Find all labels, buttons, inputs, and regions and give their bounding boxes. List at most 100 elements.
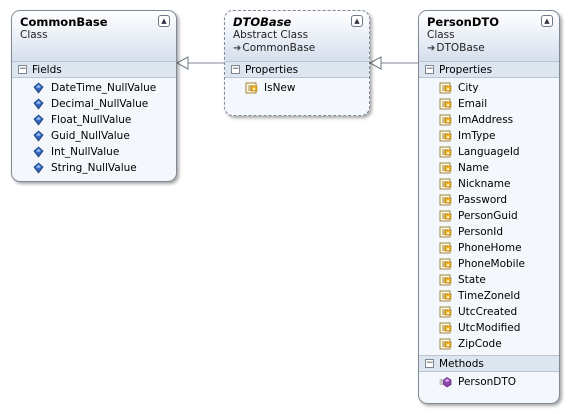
properties-list: IsNew [225, 78, 369, 99]
property-icon [439, 98, 452, 110]
property-name: PhoneMobile [458, 258, 525, 270]
property-item[interactable]: PersonGuid [419, 208, 559, 224]
property-icon [439, 338, 452, 350]
property-item[interactable]: PhoneMobile [419, 256, 559, 272]
property-name: ImType [458, 130, 496, 142]
property-item[interactable]: TimeZoneId [419, 288, 559, 304]
class-kind: Class [427, 29, 455, 41]
property-name: Password [458, 194, 508, 206]
fields-section-header[interactable]: − Fields [12, 61, 176, 78]
field-diamond-icon [32, 82, 45, 94]
commonbase-header[interactable]: CommonBase Class ▲ [12, 11, 176, 61]
base-class-name: CommonBase [242, 42, 316, 54]
property-item[interactable]: PhoneHome [419, 240, 559, 256]
property-name: City [458, 82, 479, 94]
property-icon [439, 178, 452, 190]
property-icon [439, 290, 452, 302]
properties-section-header[interactable]: − Properties [225, 61, 369, 78]
properties-section-header[interactable]: − Properties [419, 61, 559, 78]
property-name: UtcCreated [458, 306, 518, 318]
property-icon [439, 130, 452, 142]
minus-icon[interactable]: − [425, 358, 434, 368]
property-icon [439, 162, 452, 174]
property-name: Email [458, 98, 488, 110]
property-icon [439, 258, 452, 270]
property-name: TimeZoneId [458, 290, 521, 302]
double-chevron-up-icon[interactable]: ▲ [541, 15, 553, 27]
fields-list: DateTime_NullValue Decimal_NullValue Flo… [12, 78, 176, 179]
field-item[interactable]: Decimal_NullValue [12, 96, 176, 112]
commonbase-class-box[interactable]: CommonBase Class ▲ − Fields DateTime_Nul… [11, 10, 177, 182]
properties-list: City Email ImAddress ImType LanguageId N… [419, 78, 559, 355]
field-diamond-icon [32, 146, 45, 158]
property-name: IsNew [264, 82, 296, 94]
method-item[interactable]: PersonDTO [419, 374, 559, 390]
base-class-name: DTOBase [436, 42, 485, 54]
base-class-ref: ➜DTOBase [427, 42, 553, 55]
property-item[interactable]: ImType [419, 128, 559, 144]
property-item[interactable]: City [419, 80, 559, 96]
property-item[interactable]: ZipCode [419, 336, 559, 352]
property-icon [439, 306, 452, 318]
method-icon [439, 376, 452, 388]
property-icon [245, 82, 258, 94]
methods-list: PersonDTO [419, 372, 559, 393]
section-label: Methods [439, 357, 484, 370]
minus-icon[interactable]: − [425, 64, 434, 74]
class-name: CommonBase [20, 15, 108, 29]
field-item[interactable]: DateTime_NullValue [12, 80, 176, 96]
dtobase-class-box[interactable]: DTOBase Abstract Class ➜CommonBase ▲ − P… [224, 10, 370, 116]
field-name: Int_NullValue [51, 146, 120, 158]
property-item[interactable]: State [419, 272, 559, 288]
field-name: Decimal_NullValue [51, 98, 149, 110]
property-name: ImAddress [458, 114, 514, 126]
property-item[interactable]: PersonId [419, 224, 559, 240]
field-name: String_NullValue [51, 162, 137, 174]
section-label: Properties [245, 63, 299, 76]
inherit-arrow-icon [368, 56, 382, 70]
property-icon [439, 210, 452, 222]
property-name: Nickname [458, 178, 511, 190]
field-item[interactable]: Guid_NullValue [12, 128, 176, 144]
field-item[interactable]: Float_NullValue [12, 112, 176, 128]
field-item[interactable]: Int_NullValue [12, 144, 176, 160]
property-item[interactable]: IsNew [225, 80, 369, 96]
property-name: PhoneHome [458, 242, 522, 254]
property-item[interactable]: UtcCreated [419, 304, 559, 320]
property-icon [439, 114, 452, 126]
property-item[interactable]: UtcModified [419, 320, 559, 336]
double-chevron-up-icon[interactable]: ▲ [158, 15, 170, 27]
field-item[interactable]: String_NullValue [12, 160, 176, 176]
methods-section-header[interactable]: − Methods [419, 355, 559, 372]
property-item[interactable]: Email [419, 96, 559, 112]
dtobase-header[interactable]: DTOBase Abstract Class ➜CommonBase ▲ [225, 11, 369, 61]
double-chevron-up-icon[interactable]: ▲ [351, 15, 363, 27]
minus-icon[interactable]: − [18, 64, 27, 74]
property-name: PersonId [458, 226, 504, 238]
inherit-arrow-icon [175, 56, 189, 70]
property-icon [439, 322, 452, 334]
property-name: PersonGuid [458, 210, 518, 222]
method-name: PersonDTO [458, 376, 517, 388]
property-item[interactable]: ImAddress [419, 112, 559, 128]
property-icon [439, 146, 452, 158]
property-item[interactable]: Name [419, 160, 559, 176]
property-name: ZipCode [458, 338, 502, 350]
property-icon [439, 226, 452, 238]
persondto-class-box[interactable]: PersonDTO Class ➜DTOBase ▲ − Properties … [418, 10, 560, 404]
property-name: UtcModified [458, 322, 521, 334]
property-item[interactable]: LanguageId [419, 144, 559, 160]
property-icon [439, 194, 452, 206]
property-item[interactable]: Nickname [419, 176, 559, 192]
field-diamond-icon [32, 162, 45, 174]
minus-icon[interactable]: − [231, 64, 240, 74]
field-diamond-icon [32, 114, 45, 126]
property-name: Name [458, 162, 489, 174]
property-name: State [458, 274, 486, 286]
class-name: DTOBase [233, 15, 292, 29]
property-item[interactable]: Password [419, 192, 559, 208]
persondto-header[interactable]: PersonDTO Class ➜DTOBase ▲ [419, 11, 559, 61]
inherit-arrow-icon: ➜ [427, 43, 436, 54]
class-kind: Class [20, 29, 48, 41]
